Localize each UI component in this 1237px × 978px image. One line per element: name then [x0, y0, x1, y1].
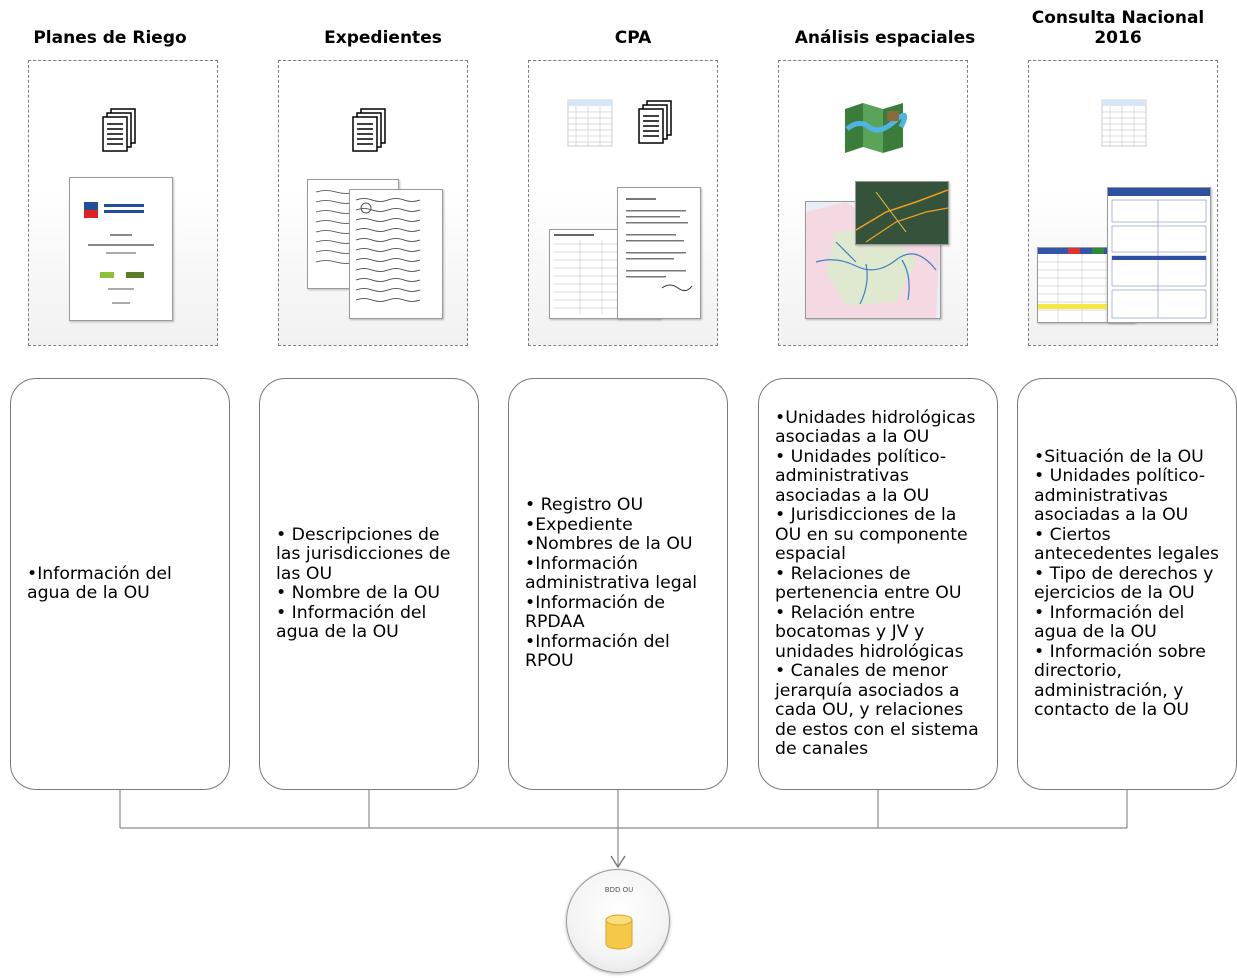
column-title-analisis-espaciales: Análisis espaciales [794, 28, 976, 48]
spreadsheet-icon [567, 99, 613, 147]
info-box-planes-de-riego: •Información del agua de la OU [10, 378, 230, 790]
info-box-cpa: • Registro OU •Expediente •Nombres de la… [508, 378, 728, 790]
image-panel-analisis-espaciales [778, 60, 968, 346]
database-label: BDD OU [604, 886, 634, 894]
folded-map-icon [841, 99, 907, 155]
column-title-cpa: CPA [614, 28, 652, 48]
image-panel-expedientes [278, 60, 468, 346]
list-item: • Tipo de derechos y ejercicios de la OU [1034, 563, 1214, 603]
list-item: • Unidades político-administrativas asoc… [775, 446, 947, 506]
documents-icon [341, 103, 407, 157]
survey-form-thumbnail [1107, 187, 1211, 323]
list-item: •Información de RPDAA [525, 592, 666, 633]
database-node: BDD OU [566, 869, 670, 973]
list-item: •Unidades hidrológicas asociadas a la OU [775, 407, 976, 447]
list-item: • Canales de menor jerarquía asociados a… [775, 661, 979, 759]
list-item: •Información administrativa legal [525, 553, 698, 594]
info-list: •Situación de la OU • Unidades político-… [1018, 446, 1236, 721]
info-list: •Información del agua de la OU [11, 563, 229, 604]
list-item: • Descripciones de las jurisdicciones de… [276, 524, 451, 584]
list-item: • Relación entre bocatomas y JV y unidad… [775, 602, 964, 662]
list-item: •Expediente [525, 514, 633, 535]
satellite-image-thumbnail [855, 181, 949, 245]
list-item: • Información del agua de la OU [1034, 602, 1185, 642]
list-item: • Información sobre directorio, administ… [1034, 641, 1206, 720]
arrow-head-icon [610, 855, 626, 869]
certificate-thumbnail [617, 187, 701, 319]
list-item: • Relaciones de pertenencia entre OU [775, 563, 962, 603]
list-item: • Información del agua de la OU [276, 602, 427, 642]
column-title-expedientes: Expedientes [324, 28, 442, 48]
image-panel-planes-de-riego [28, 60, 218, 346]
info-box-analisis-espaciales: •Unidades hidrológicas asociadas a la OU… [758, 378, 998, 790]
list-item: • Unidades político-administrativas asoc… [1034, 466, 1206, 525]
list-item: •Situación de la OU [1034, 446, 1204, 467]
column-title-consulta-nacional: Consulta Nacional 2016 [1031, 8, 1205, 48]
info-box-expedientes: • Descripciones de las jurisdicciones de… [259, 378, 479, 790]
info-box-consulta-nacional: •Situación de la OU • Unidades político-… [1017, 378, 1237, 790]
list-item: • Ciertos antecedentes legales [1034, 524, 1219, 564]
handwritten-record-thumbnail-front [349, 189, 443, 319]
info-list: •Unidades hidrológicas asociadas a la OU… [759, 407, 997, 760]
image-panel-cpa [528, 60, 718, 346]
documents-icon [91, 103, 157, 157]
documents-icon [627, 95, 693, 149]
list-item: •Información del RPOU [525, 631, 670, 672]
image-panel-consulta-nacional [1028, 60, 1218, 346]
info-list: • Descripciones de las jurisdicciones de… [260, 524, 478, 643]
list-item: •Nombres de la OU [525, 534, 693, 555]
list-item: • Nombre de la OU [276, 583, 441, 603]
column-title-planes-de-riego: Planes de Riego [33, 28, 187, 48]
list-item: • Registro OU [525, 495, 644, 516]
database-cylinder-icon [604, 914, 634, 950]
report-cover-thumbnail [69, 177, 173, 321]
list-item: •Información del agua de la OU [27, 563, 172, 603]
spreadsheet-icon [1101, 99, 1147, 147]
info-list: • Registro OU •Expediente •Nombres de la… [509, 496, 727, 672]
list-item: • Jurisdicciones de la OU en su componen… [775, 505, 968, 564]
